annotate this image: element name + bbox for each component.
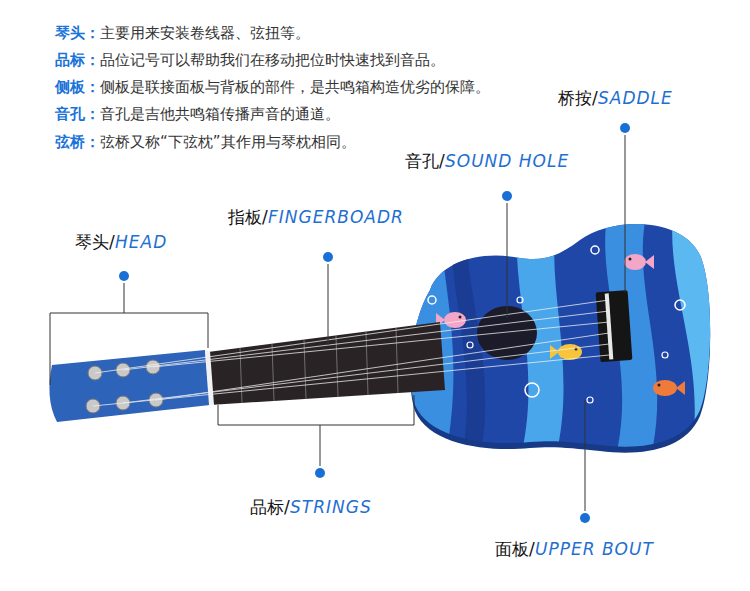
note-title: 音孔： [55,105,100,123]
note-title: 品标： [55,51,100,69]
tuning-pegs [86,360,163,413]
note-text: 品位记号可以帮助我们在移动把位时快速找到音品。 [100,51,445,69]
callout-dots [119,123,630,523]
part-name: 面板/ [495,539,535,559]
part-name-en: SADDLE [598,88,673,108]
guitar-body [400,200,720,460]
note-text: 弦桥又称“下弦枕”其作用与琴枕相同。 [100,133,356,151]
fretboard [208,322,445,405]
leader-lines [50,135,625,511]
part-name-en: STRINGS [290,497,372,517]
part-name-en: UPPER BOUT [535,539,654,559]
note-text: 主要用来安装卷线器、弦扭等。 [100,24,310,42]
part-name: 音孔/ [405,151,445,171]
note-title: 侧板： [55,78,100,96]
part-name-en: HEAD [115,232,167,252]
note-title: 琴头： [55,24,100,42]
guitar-head [49,350,210,422]
note-title: 弦桥： [55,133,100,151]
part-name: 品标/ [250,497,290,517]
strings [93,300,609,406]
part-name: 指板/ [228,207,268,227]
part-name-en: SOUND HOLE [445,151,569,171]
part-name: 琴头/ [75,232,115,252]
note-text: 音孔是吉他共鸣箱传播声音的通道。 [100,105,340,123]
note-text: 侧板是联接面板与背板的部件，是共鸣箱构造优劣的保障。 [100,78,490,96]
part-name-en: FINGERBOADR [268,207,404,227]
part-name: 桥按/ [558,88,598,108]
